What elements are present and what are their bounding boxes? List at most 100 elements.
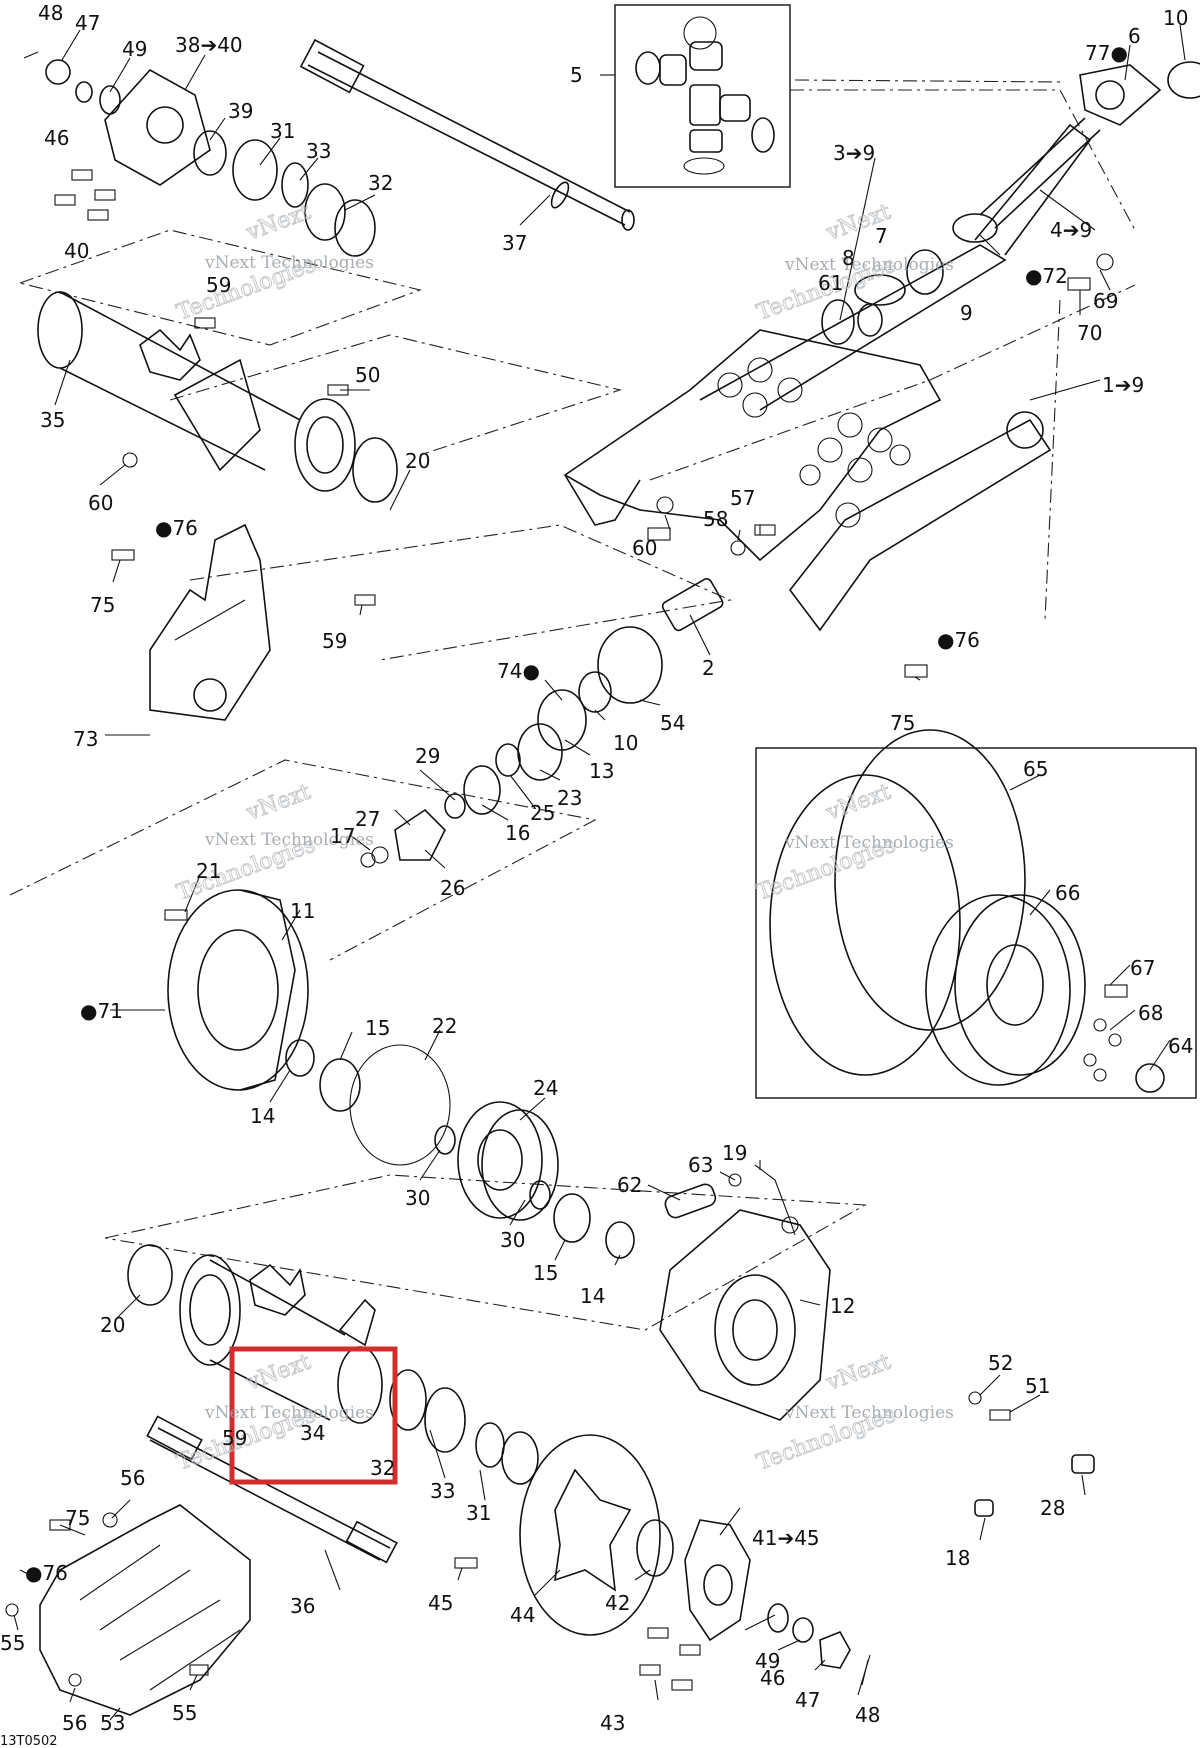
callout-48: 48 [855, 1703, 880, 1727]
swing-arm-frame [563, 123, 1092, 632]
sprocket-group [434, 1101, 796, 1259]
drive-shaft-upper [821, 61, 1200, 345]
watermark-text: vNext [243, 200, 315, 246]
callout-49: 49 [122, 37, 147, 61]
callout-33: 33 [306, 139, 331, 163]
callout-6: 6 [1128, 24, 1141, 48]
callout-59: 59 [222, 1426, 247, 1450]
callout-2: 2 [702, 656, 715, 680]
callout-20: 20 [405, 449, 430, 473]
callout-47: 47 [75, 11, 100, 35]
callout-26: 26 [440, 876, 465, 900]
callout-56: 56 [62, 1711, 87, 1735]
callout-56: 56 [120, 1466, 145, 1490]
callout-69: 69 [1093, 289, 1118, 313]
callout-57: 57 [730, 486, 755, 510]
callout-66: 66 [1055, 881, 1080, 905]
callout-3-9: 3➔9 [833, 141, 875, 165]
watermark-text: vNext [243, 780, 315, 826]
upper-left-hub [45, 59, 376, 257]
callout-12: 12 [830, 1294, 855, 1318]
housing-lower [659, 1209, 831, 1421]
axle-shaft-bottom [146, 1415, 398, 1564]
callout-44: 44 [510, 1603, 535, 1627]
callout-47: 47 [795, 1688, 820, 1712]
callout-72: ●72 [1025, 264, 1068, 288]
callout-52: 52 [988, 1351, 1013, 1375]
callout-21: 21 [196, 859, 221, 883]
callout-62: 62 [617, 1173, 642, 1197]
callout-73: 73 [73, 727, 98, 751]
callout-13: 13 [589, 759, 614, 783]
callout-36: 36 [290, 1594, 315, 1618]
callout-37: 37 [502, 231, 527, 255]
callout-32: 32 [370, 1456, 395, 1480]
callout-48: 48 [38, 1, 63, 25]
watermark-text: vNext Technologies [204, 253, 374, 273]
callout-75: 75 [90, 593, 115, 617]
callout-19: 19 [722, 1141, 747, 1165]
callout-11: 11 [290, 899, 315, 923]
wheel-inset [755, 729, 1197, 1099]
brake-disc-and-hub [454, 1434, 871, 1696]
callout-32: 32 [368, 171, 393, 195]
callout-4-9: 4➔9 [1050, 218, 1092, 242]
highlight-box [229, 1346, 398, 1485]
callout-59: 59 [322, 629, 347, 653]
watermark-text: vNext Technologies [204, 830, 374, 850]
callout-16: 16 [505, 821, 530, 845]
callout-59: 59 [206, 273, 231, 297]
upper-axle-tube [37, 291, 398, 503]
watermark-text: vNext [823, 1350, 895, 1396]
callout-42: 42 [605, 1591, 630, 1615]
callout-55: 55 [172, 1701, 197, 1725]
callout-67: 67 [1130, 956, 1155, 980]
callout-34: 34 [300, 1421, 325, 1445]
callout-28: 28 [1040, 1496, 1065, 1520]
skid-plate [5, 1504, 251, 1716]
callout-1-9: 1➔9 [1102, 373, 1144, 397]
callout-24: 24 [533, 1076, 558, 1100]
callout-49: 49 [755, 1649, 780, 1673]
callout-20: 20 [100, 1313, 125, 1337]
callout-25: 25 [530, 801, 555, 825]
callout-41-45: 41➔45 [752, 1526, 820, 1550]
watermark-text: vNext [823, 780, 895, 826]
callout-53: 53 [100, 1711, 125, 1735]
callout-46: 46 [44, 126, 69, 150]
center-small-parts [111, 317, 928, 868]
callout-10: 10 [1163, 6, 1188, 30]
callout-27: 27 [355, 807, 380, 831]
callout-71: ●71 [80, 999, 123, 1023]
callout-23: 23 [557, 786, 582, 810]
callout-61: 61 [818, 271, 843, 295]
callout-75: 75 [65, 1506, 90, 1530]
callout-43: 43 [600, 1711, 625, 1735]
callout-35: 35 [40, 408, 65, 432]
callout-30: 30 [500, 1228, 525, 1252]
callout-10: 10 [613, 731, 638, 755]
callout-14: 14 [580, 1284, 605, 1308]
callout-50: 50 [355, 363, 380, 387]
callout-15: 15 [533, 1261, 558, 1285]
axle-shaft-top [299, 38, 635, 231]
callout-68: 68 [1138, 1001, 1163, 1025]
watermark-text: vNext Technologies [784, 255, 954, 275]
callout-30: 30 [405, 1186, 430, 1210]
bracket [149, 523, 271, 721]
callout-18: 18 [945, 1546, 970, 1570]
diagram-code: 13T0502 [0, 1734, 58, 1748]
callout-40: 40 [64, 239, 89, 263]
callout-31: 31 [270, 119, 295, 143]
callout-46: 46 [760, 1666, 785, 1690]
callout-63: 63 [688, 1153, 713, 1177]
callout-29: 29 [415, 744, 440, 768]
callout-14: 14 [250, 1104, 275, 1128]
callout-22: 22 [432, 1014, 457, 1038]
watermark-text: vNext Technologies [784, 833, 954, 853]
callout-76: ●76 [937, 628, 980, 652]
callout-64: 64 [1168, 1034, 1193, 1058]
callout-58: 58 [703, 507, 728, 531]
